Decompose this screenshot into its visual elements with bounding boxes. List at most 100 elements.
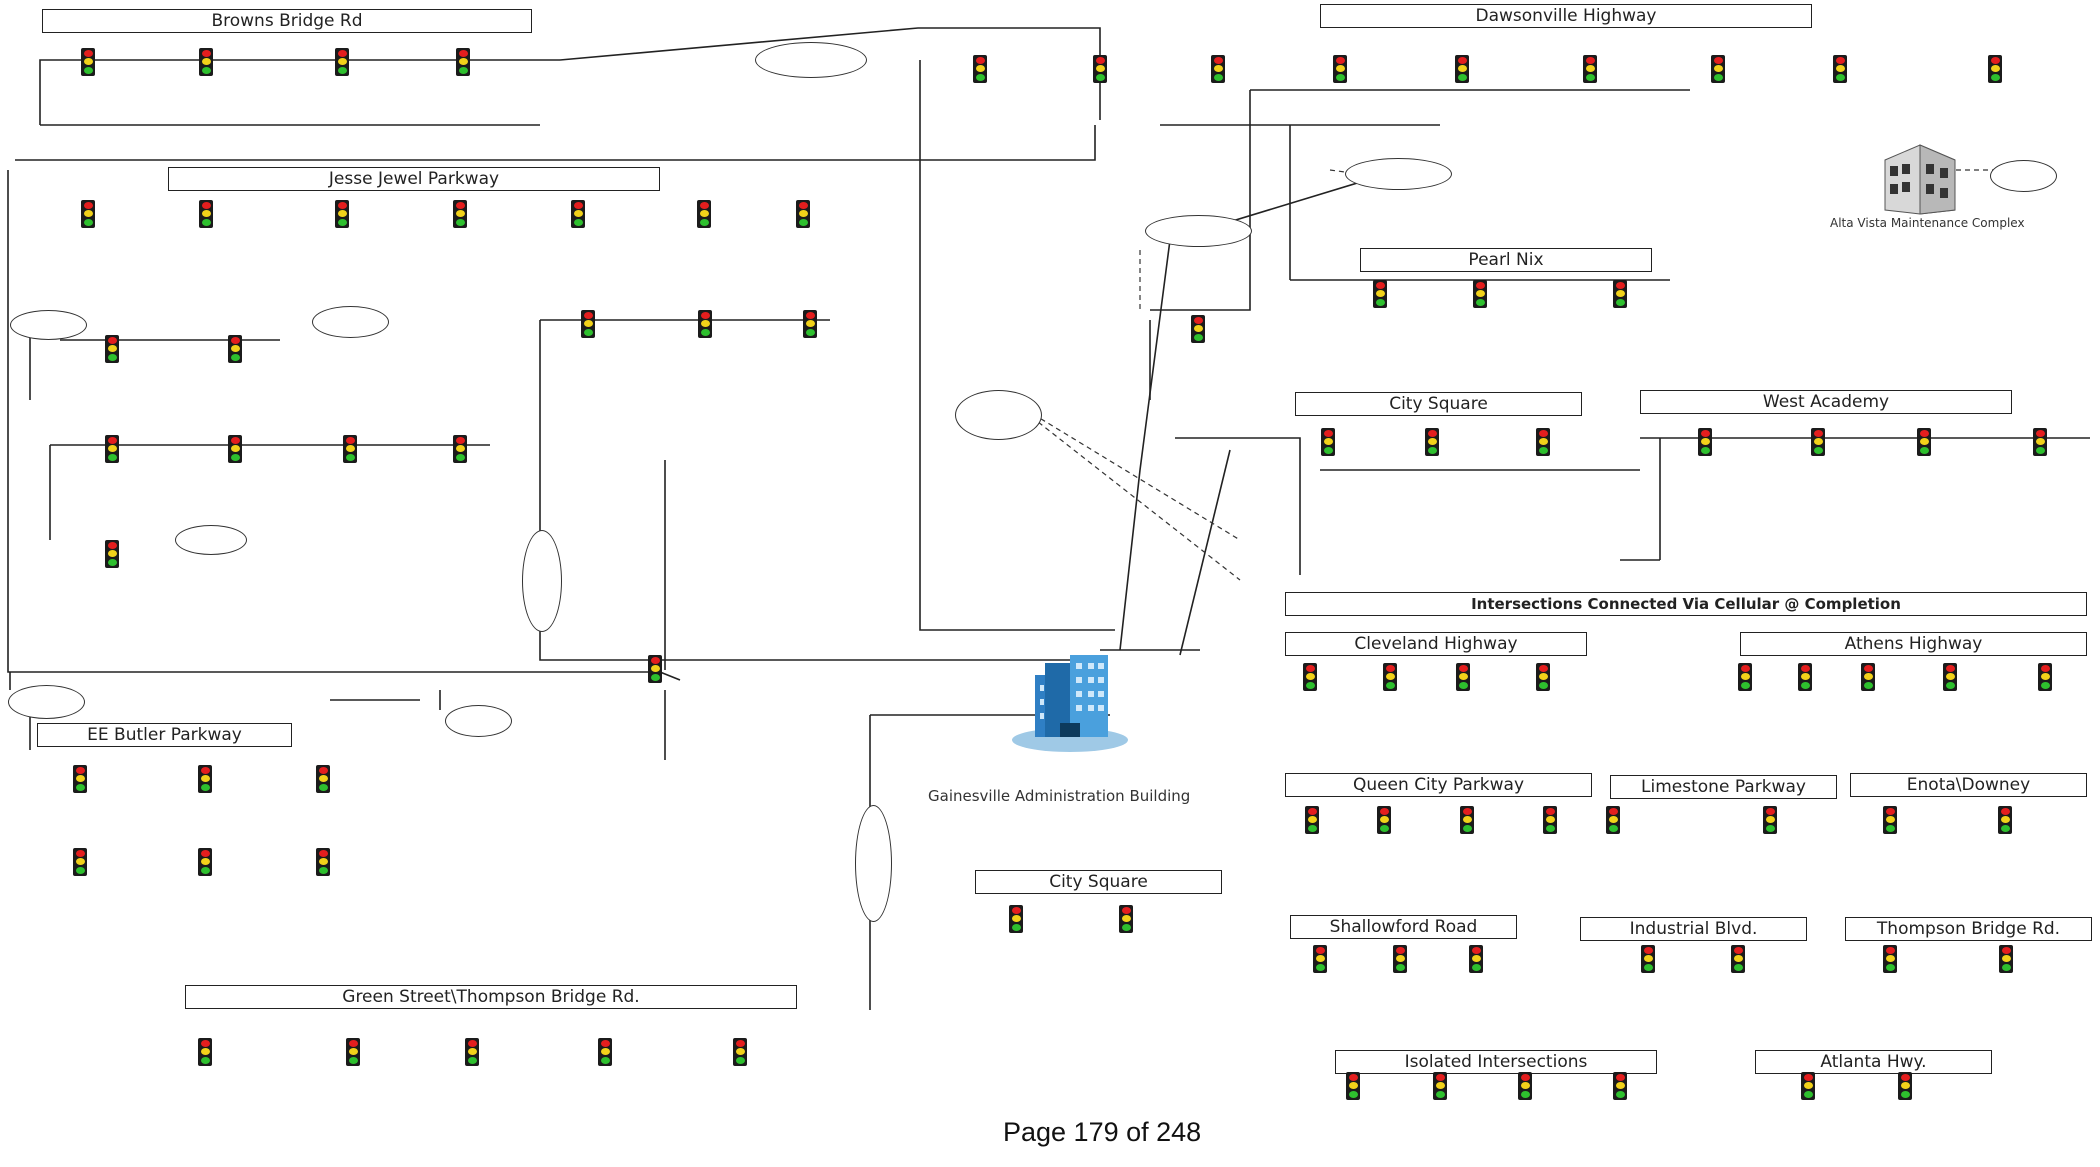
section-header-queen-city: Queen City Parkway xyxy=(1285,773,1592,797)
traffic-signal-icon xyxy=(1163,315,1233,343)
traffic-signal-icon xyxy=(1960,55,2030,83)
traffic-signal-icon xyxy=(705,1038,775,1066)
traffic-signal-icon xyxy=(1441,945,1511,973)
traffic-signal-icon xyxy=(1065,55,1135,83)
traffic-signal-icon xyxy=(1515,806,1585,834)
section-header-thompson-bridge: Thompson Bridge Rd. xyxy=(1845,917,2092,941)
section-header-isolated: Isolated Intersections xyxy=(1335,1050,1657,1074)
traffic-signal-icon xyxy=(1578,806,1648,834)
traffic-signal-icon xyxy=(2010,663,2080,691)
section-header-ee-butler: EE Butler Parkway xyxy=(37,723,292,747)
admin-building-icon xyxy=(1010,635,1130,760)
traffic-signal-icon xyxy=(1703,945,1773,973)
traffic-signal-icon xyxy=(53,48,123,76)
link-line xyxy=(39,59,560,125)
cable-note-bubble xyxy=(1145,215,1252,247)
cable-note-bubble xyxy=(10,310,87,340)
traffic-signal-icon xyxy=(45,765,115,793)
traffic-signal-icon xyxy=(77,335,147,363)
traffic-signal-icon xyxy=(1870,1072,1940,1100)
traffic-signal-icon xyxy=(945,55,1015,83)
traffic-signal-icon xyxy=(425,435,495,463)
section-header-city-square-2: City Square xyxy=(975,870,1222,894)
traffic-signal-icon xyxy=(1445,280,1515,308)
traffic-signal-icon xyxy=(288,765,358,793)
traffic-signal-icon xyxy=(1355,663,1425,691)
traffic-signal-icon xyxy=(981,905,1051,933)
traffic-signal-icon xyxy=(170,1038,240,1066)
section-header-enota: Enota\Downey xyxy=(1850,773,2087,797)
section-header-west-academy: West Academy xyxy=(1640,390,2012,414)
traffic-signal-icon xyxy=(288,848,358,876)
traffic-signal-icon xyxy=(1710,663,1780,691)
link-line xyxy=(919,60,1115,631)
traffic-signal-icon xyxy=(53,200,123,228)
traffic-signal-icon xyxy=(45,848,115,876)
traffic-signal-icon xyxy=(437,1038,507,1066)
traffic-signal-icon xyxy=(170,848,240,876)
cellular-link-line xyxy=(1009,399,1241,581)
traffic-signal-icon xyxy=(1555,55,1625,83)
traffic-signal-icon xyxy=(1275,663,1345,691)
traffic-signal-icon xyxy=(1805,55,1875,83)
maintenance-complex-label: Alta Vista Maintenance Complex xyxy=(1830,216,2025,230)
section-header-city-square: City Square xyxy=(1295,392,1582,416)
traffic-signal-icon xyxy=(620,655,690,683)
section-header-atlanta-hwy: Atlanta Hwy. xyxy=(1755,1050,1992,1074)
cable-note-bubble xyxy=(755,42,867,78)
traffic-signal-icon xyxy=(77,435,147,463)
section-header-dawsonville: Dawsonville Highway xyxy=(1320,4,1812,28)
traffic-signal-icon xyxy=(1585,280,1655,308)
cable-note-bubble xyxy=(1990,160,2057,192)
link-line xyxy=(659,671,681,681)
traffic-signal-icon xyxy=(1585,1072,1655,1100)
traffic-signal-icon xyxy=(1091,905,1161,933)
traffic-signal-icon xyxy=(2005,428,2075,456)
traffic-signal-icon xyxy=(77,540,147,568)
traffic-signal-icon xyxy=(200,335,270,363)
traffic-signal-icon xyxy=(307,48,377,76)
admin-building-label: Gainesville Administration Building xyxy=(928,787,1191,805)
traffic-signal-icon xyxy=(1683,55,1753,83)
traffic-signal-icon xyxy=(1783,428,1853,456)
traffic-signal-icon xyxy=(1855,806,1925,834)
link-line xyxy=(15,125,1096,161)
traffic-signal-icon xyxy=(307,200,377,228)
section-header-jesse-jewel: Jesse Jewel Parkway xyxy=(168,167,660,191)
traffic-signal-icon xyxy=(428,48,498,76)
traffic-signal-icon xyxy=(1428,663,1498,691)
traffic-signal-icon xyxy=(1405,1072,1475,1100)
cable-note-bubble xyxy=(312,306,389,338)
traffic-signal-icon xyxy=(1855,945,1925,973)
traffic-signal-icon xyxy=(570,1038,640,1066)
traffic-signal-icon xyxy=(670,310,740,338)
link-line xyxy=(7,170,660,673)
cable-note-bubble xyxy=(855,805,892,922)
section-header-green-street: Green Street\Thompson Bridge Rd. xyxy=(185,985,797,1009)
traffic-signal-icon xyxy=(200,435,270,463)
traffic-signal-icon xyxy=(669,200,739,228)
traffic-signal-icon xyxy=(171,200,241,228)
section-header-cleveland: Cleveland Highway xyxy=(1285,632,1587,656)
traffic-signal-icon xyxy=(1970,806,2040,834)
traffic-signal-icon xyxy=(1889,428,1959,456)
traffic-signal-icon xyxy=(1397,428,1467,456)
traffic-signal-icon xyxy=(1773,1072,1843,1100)
cable-note-bubble xyxy=(522,530,562,632)
traffic-signal-icon xyxy=(1427,55,1497,83)
traffic-signal-icon xyxy=(553,310,623,338)
link-line xyxy=(1175,437,1301,575)
traffic-signal-icon xyxy=(171,48,241,76)
traffic-signal-icon xyxy=(170,765,240,793)
traffic-signal-icon xyxy=(768,200,838,228)
cable-note-bubble xyxy=(955,390,1042,440)
cable-note-bubble xyxy=(445,705,512,737)
traffic-signal-icon xyxy=(1915,663,1985,691)
cellular-link-line xyxy=(1009,399,1241,541)
maintenance-complex-icon xyxy=(1880,140,1960,220)
traffic-signal-icon xyxy=(1285,945,1355,973)
traffic-signal-icon xyxy=(1365,945,1435,973)
link-line xyxy=(1150,90,1251,311)
section-header-shallowford: Shallowford Road xyxy=(1290,915,1517,939)
traffic-signal-icon xyxy=(1770,663,1840,691)
